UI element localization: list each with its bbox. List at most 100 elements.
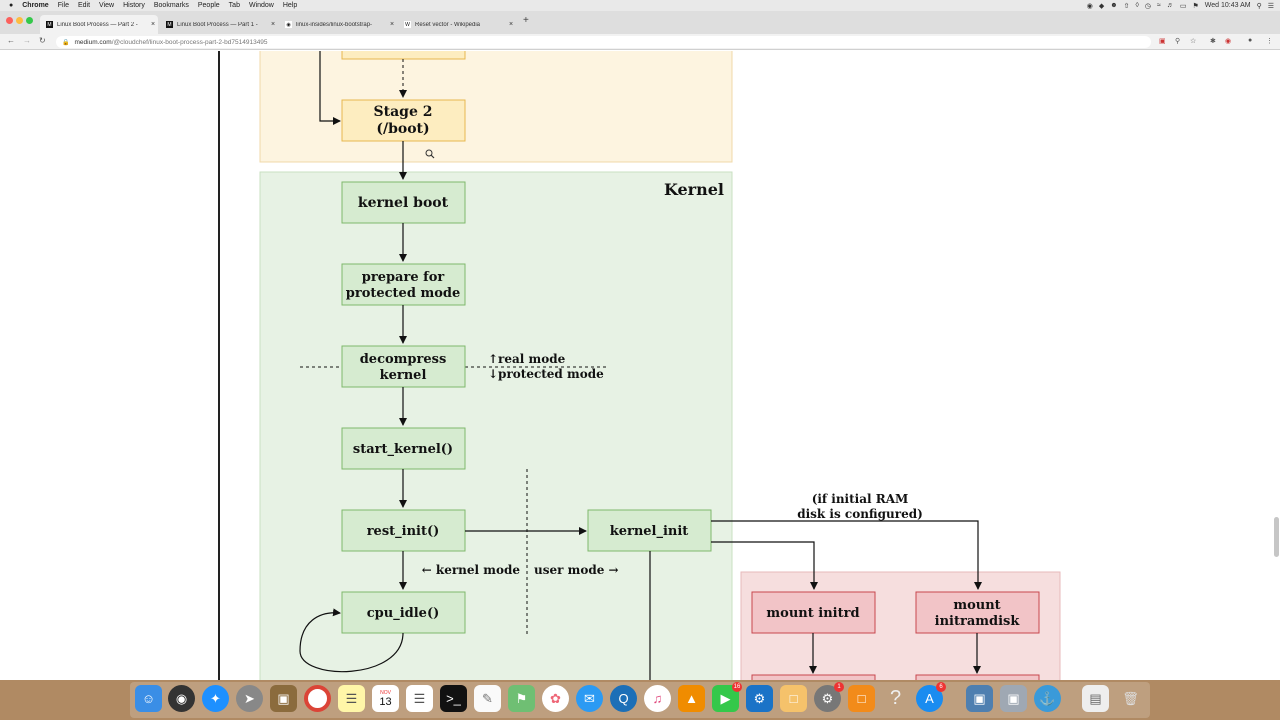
reminders-icon[interactable]: ☰: [406, 685, 433, 712]
volume-icon[interactable]: ♬: [1166, 2, 1174, 9]
preview-photos-icon[interactable]: ▣: [966, 685, 993, 712]
wifi-icon[interactable]: ≈: [1157, 2, 1161, 9]
chrome-icon[interactable]: [304, 685, 331, 712]
close-window-icon[interactable]: [6, 17, 13, 24]
quicktime-icon[interactable]: Q: [610, 685, 637, 712]
profile-avatar-icon[interactable]: ●: [1248, 37, 1253, 44]
lock-icon: 🔒: [62, 39, 70, 46]
tab-linux-insides[interactable]: ◉ linux-insides/linux-bootstrap- ×: [279, 15, 397, 34]
close-tab-icon[interactable]: ×: [150, 21, 156, 28]
time-machine-icon[interactable]: ◷: [1144, 2, 1152, 10]
more-options-icon[interactable]: ⋮: [1266, 38, 1273, 45]
puzzle-icon[interactable]: ✱: [1210, 38, 1216, 45]
calendar-month: NOV: [380, 689, 391, 696]
flag-icon[interactable]: ⚑: [1192, 2, 1199, 10]
siri-icon[interactable]: ◉: [168, 685, 195, 712]
tab-title: Linux Boot Process — Part 2 -: [57, 21, 138, 28]
menu-edit[interactable]: Edit: [77, 2, 91, 9]
person-icon[interactable]: ☻: [1110, 2, 1118, 9]
kernel-init-to-initramdisk-arrow: [711, 520, 982, 590]
prepare-label-2: protected mode: [346, 286, 460, 301]
menu-app-chrome[interactable]: Chrome: [22, 2, 49, 9]
tab-title: Linux Boot Process — Part 1 -: [177, 21, 258, 28]
menu-tab[interactable]: Tab: [228, 2, 240, 9]
lastpass-icon[interactable]: ◉: [1225, 38, 1232, 45]
cpu-idle-box: [341, 591, 466, 634]
menu-file[interactable]: File: [57, 2, 69, 9]
menu-list-icon[interactable]: ☰: [1267, 2, 1274, 10]
terminal-icon[interactable]: >_: [440, 685, 467, 712]
status-area: ◉ ◆ ☻ ⇧ ◊ ◷ ≈ ♬ ▭ ⚑ Wed 10:43 AM ⚲ ☰: [1087, 0, 1274, 11]
next-box-right: [915, 674, 1040, 680]
kernel-region: [259, 171, 733, 680]
start-kernel-label: start_kernel(): [353, 442, 453, 457]
url-path: /@cloudchef/linux-boot-process-part-2-bd…: [111, 38, 268, 46]
ram-disk-note-1: (if initial RAM: [812, 492, 909, 506]
vlc-icon[interactable]: ▲: [678, 685, 705, 712]
page-scrollbar[interactable]: [1274, 517, 1279, 557]
safari-icon[interactable]: ✦: [202, 685, 229, 712]
apple-menu-icon[interactable]: ●: [9, 2, 14, 9]
ram-disk-note-2: disk is configured): [797, 507, 923, 521]
decompress-kernel-box: [341, 345, 466, 388]
mount-initrd-label: mount initrd: [766, 606, 859, 621]
shield-icon[interactable]: ◆: [1098, 2, 1105, 10]
menu-help[interactable]: Help: [282, 2, 298, 9]
notes-icon[interactable]: ☰: [338, 685, 365, 712]
close-tab-icon[interactable]: ×: [389, 21, 395, 28]
reload-icon[interactable]: ↻: [39, 36, 46, 45]
menu-history[interactable]: History: [123, 2, 145, 9]
medium-favicon-icon: M: [166, 21, 173, 28]
menu-window[interactable]: Window: [248, 2, 274, 9]
launchpad-icon[interactable]: ➤: [236, 685, 263, 712]
help-icon[interactable]: ?: [889, 687, 902, 709]
contacts-book-icon[interactable]: ▣: [270, 685, 297, 712]
zoom-icon[interactable]: ⚲: [1175, 38, 1181, 45]
tab-reset-vector[interactable]: W Reset vector - Wikipedia ×: [398, 15, 516, 34]
menu-people[interactable]: People: [197, 2, 220, 9]
close-tab-icon[interactable]: ×: [270, 21, 276, 28]
docker-icon[interactable]: ⚓: [1034, 685, 1061, 712]
textedit-icon[interactable]: ✎: [474, 685, 501, 712]
documents-stack-icon[interactable]: ▤: [1082, 685, 1109, 712]
tab-linux-boot-part-2[interactable]: M Linux Boot Process — Part 2 - ×: [40, 15, 158, 34]
ibooks-icon[interactable]: □: [848, 685, 875, 712]
tab-linux-boot-part-1[interactable]: M Linux Boot Process — Part 1 - ×: [160, 15, 278, 34]
itunes-icon[interactable]: ♫: [644, 685, 671, 712]
forward-icon[interactable]: →: [23, 36, 31, 45]
search-icon[interactable]: ⚲: [1256, 2, 1262, 10]
bookmark-star-icon[interactable]: ☆: [1190, 38, 1197, 45]
address-toolbar: ← → ↻ 🔒 medium.com/@cloudchef/linux-boot…: [0, 34, 1280, 50]
minimize-window-icon[interactable]: [16, 17, 23, 24]
clock[interactable]: Wed 10:43 AM: [1204, 2, 1251, 9]
dropbox-icon[interactable]: ◊: [1135, 2, 1139, 9]
calendar-day: 13: [379, 695, 392, 708]
real-mode-label: ↑real mode: [488, 352, 566, 366]
battery-icon[interactable]: ▭: [1179, 2, 1187, 10]
macos-dock: ☺ ◉ ✦ ➤ ▣ ☰ NOV 13 ☰ >_ ✎ ⚑ ✿ ✉ Q ♫ ▲ ▶ …: [0, 680, 1280, 720]
url-input[interactable]: 🔒 medium.com/@cloudchef/linux-boot-proce…: [56, 36, 1151, 48]
back-icon[interactable]: ←: [7, 36, 15, 45]
zoom-cursor-icon: [425, 149, 435, 159]
xcode-icon[interactable]: ⚙: [746, 685, 773, 712]
finder-icon[interactable]: ☺: [135, 685, 162, 712]
image-capture-icon[interactable]: ▣: [1000, 685, 1027, 712]
maximize-window-icon[interactable]: [26, 17, 33, 24]
close-tab-icon[interactable]: ×: [508, 21, 514, 28]
preview-icon[interactable]: □: [780, 685, 807, 712]
upload-icon[interactable]: ⇧: [1123, 2, 1130, 10]
messages-icon[interactable]: ✉: [576, 685, 603, 712]
mount-initrd-box: [751, 591, 876, 634]
extension-icon[interactable]: ▣: [1159, 38, 1166, 45]
github-favicon-icon: ◉: [285, 21, 292, 28]
maps-icon[interactable]: ⚑: [508, 685, 535, 712]
tab-bar: M Linux Boot Process — Part 2 - × M Linu…: [0, 11, 1280, 34]
menu-bookmarks[interactable]: Bookmarks: [153, 2, 189, 9]
calendar-icon[interactable]: NOV 13: [372, 685, 399, 712]
trash-icon[interactable]: 🗑: [1122, 690, 1139, 706]
menu-view[interactable]: View: [99, 2, 115, 9]
stage2-box: [341, 99, 466, 142]
photos-icon[interactable]: ✿: [542, 685, 569, 712]
new-tab-button[interactable]: +: [523, 15, 529, 26]
record-icon[interactable]: ◉: [1086, 2, 1093, 10]
